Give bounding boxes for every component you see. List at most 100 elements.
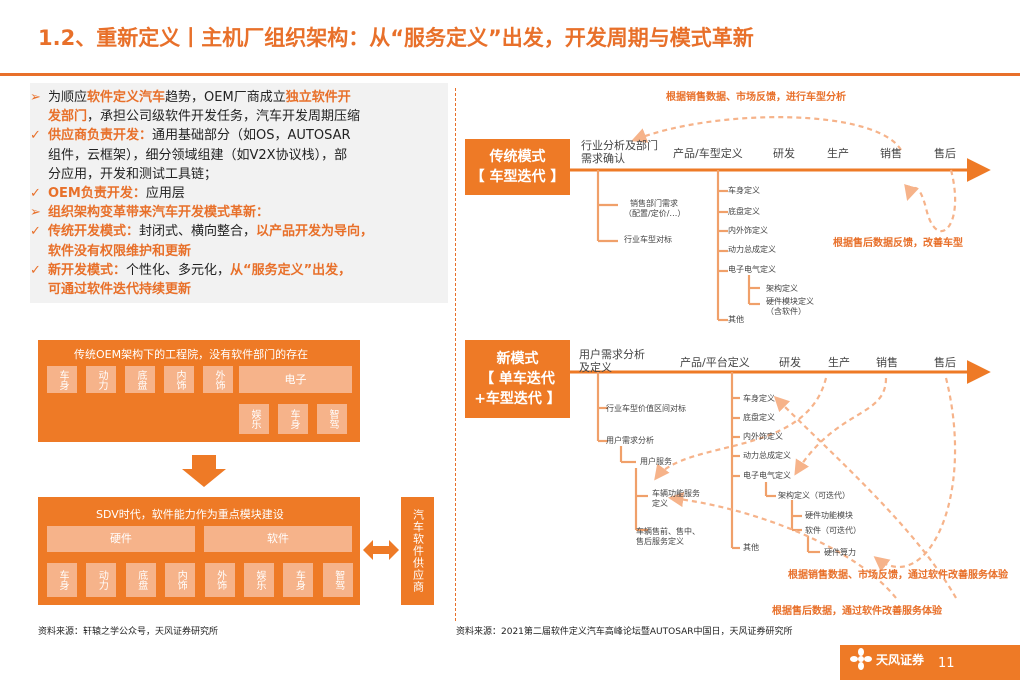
- engineering-tile: 车身: [47, 366, 77, 393]
- node-label: 行业车型对标: [624, 235, 672, 244]
- stage-label: 研发: [773, 147, 795, 160]
- traditional-mode-label: 传统模式: [489, 149, 546, 165]
- rd-node-label: 车身定义: [743, 394, 775, 403]
- bullet-text: 应用层: [145, 186, 185, 201]
- software-tile: 软件: [204, 526, 352, 552]
- node-label: 车辆售前、售中、售后服务定义: [636, 527, 700, 546]
- traditional-mode-box: 传统模式 【 车型迭代 】: [465, 139, 570, 195]
- highlight-text: 组织架构变革带来汽车开发模式革新：: [48, 205, 270, 221]
- rd-node-label: 动力总成定义: [728, 245, 776, 254]
- highlight-text: 可通过软件迭代持续更新: [48, 282, 192, 297]
- stage-label: 生产: [828, 356, 850, 369]
- sdv-tile: 车身: [283, 563, 314, 597]
- rd-node-label: 电子电气定义: [743, 471, 791, 480]
- highlight-text: 从“服务定义”出发，: [230, 262, 352, 278]
- arrow-bullet-icon: ➢: [30, 90, 41, 105]
- stage-label: 行业分析及部门需求确认: [581, 139, 658, 165]
- stage-label: 销售: [880, 147, 902, 160]
- highlight-text: 供应商负责开发：: [48, 128, 153, 144]
- sdv-tile: 智驾: [322, 563, 353, 597]
- highlight-text: 软件定义汽车: [87, 90, 166, 105]
- bullet-text: 组件，云框架），细分领域组建（如V2X协议栈），部: [48, 147, 348, 163]
- traditional-oem-title: 传统OEM架构下的工程院，没有软件部门的存在: [74, 348, 309, 361]
- engineering-tile: 外饰: [203, 366, 233, 393]
- highlight-text: OEM负责开发：: [48, 186, 146, 201]
- down-arrow-icon: [182, 455, 226, 487]
- footer-bar: [840, 645, 1020, 680]
- sdv-box: SDV时代，软件能力作为重点模块建设 硬件 软件 车身动力底盘内饰外饰娱乐车身智…: [38, 497, 360, 605]
- stage-label: 售后: [934, 147, 956, 160]
- highlight-text: 新开发模式：: [48, 262, 127, 278]
- stage-label: 生产: [827, 147, 849, 160]
- electronics-sub-tile: 娱乐: [239, 404, 269, 434]
- sdv-title: SDV时代，软件能力作为重点模块建设: [96, 508, 284, 521]
- rd-node-label: 硬件算力: [824, 548, 856, 557]
- flower-logo-icon: [850, 648, 872, 670]
- stage-label: 产品/平台定义: [680, 356, 750, 369]
- traditional-mode-subtitle: 【 车型迭代 】: [470, 169, 565, 185]
- bullet-line: ➢ 组织架构变革带来汽车开发模式革新：: [30, 202, 269, 223]
- bullet-line: ✓ 新开发模式：个性化、多元化，从“服务定义”出发，: [30, 260, 351, 281]
- new-mode-subtitle-2: +车型迭代 】: [474, 391, 561, 407]
- check-icon: ✓: [30, 262, 41, 278]
- bullet-line: ➢ 为顺应软件定义汽车趋势，OEM厂商成立独立软件开: [30, 87, 351, 108]
- new-mode-annotation-2: 根据售后数据，通过软件改善服务体验: [772, 606, 942, 617]
- new-mode-annotation-1: 根据销售数据、市场反馈，通过软件改善服务体验: [788, 570, 1008, 581]
- software-supplier-label: 汽车软件供应商: [411, 509, 425, 593]
- bullet-panel: ➢ 为顺应软件定义汽车趋势，OEM厂商成立独立软件开发部门，承担公司级软件开发任务…: [30, 83, 448, 303]
- stage-label: 用户需求分析及定义: [579, 348, 645, 374]
- rd-node-label: 硬件模块定义（含软件）: [766, 297, 814, 316]
- stage-label: 销售: [876, 356, 898, 369]
- node-label: 用户服务: [640, 457, 672, 466]
- rd-node-label: 其他: [728, 315, 744, 324]
- sdv-tile: 底盘: [125, 563, 156, 597]
- stage-label: 研发: [779, 356, 801, 369]
- bullet-line: 分应用，开发和测试工具链；: [30, 164, 217, 185]
- bullet-line: ✓供应商负责开发：通用基础部分（如OS，AUTOSAR: [30, 125, 351, 146]
- new-mode-label: 新模式: [496, 351, 539, 367]
- engineering-tile: 底盘: [125, 366, 155, 393]
- sdv-tile: 动力: [86, 563, 117, 597]
- rd-node-label: 架构定义: [766, 284, 798, 293]
- brand-name: 天风证券: [876, 652, 925, 667]
- traditional-oem-box: 传统OEM架构下的工程院，没有软件部门的存在 车身动力底盘内饰外饰 电子 娱乐车…: [38, 340, 360, 442]
- rd-node-label: 内外饰定义: [728, 226, 768, 235]
- check-icon: ✓: [30, 224, 41, 240]
- rd-node-label: 架构定义（可迭代）: [778, 491, 850, 500]
- bullet-line: 组件，云框架），细分领域组建（如V2X协议栈），部: [30, 145, 347, 166]
- rd-node-label: 内外饰定义: [743, 432, 783, 441]
- software-supplier-box: 汽车软件供应商: [401, 497, 434, 605]
- bullet-line: 软件没有权限维护和更新: [30, 241, 191, 262]
- title-divider: [0, 73, 1020, 76]
- bullet-line: ✓传统开发模式：封闭式、横向整合，以产品开发为导向，: [30, 221, 373, 242]
- page-title: 1.2、重新定义丨主机厂组织架构：从“服务定义”出发，开发周期与模式革新: [38, 26, 754, 50]
- electronics-sub-tile: 车身: [278, 404, 308, 434]
- engineering-tile: 内饰: [164, 366, 194, 393]
- rd-node-label: 硬件功能模块: [805, 511, 853, 520]
- bullet-line: 发部门，承担公司级软件开发任务，汽车开发周期压缩: [30, 106, 360, 127]
- section-divider: [455, 88, 456, 621]
- hardware-tile: 硬件: [47, 526, 195, 552]
- node-label: 车辆功能服务定义: [652, 489, 700, 508]
- bullet-line: 可通过软件迭代持续更新: [30, 279, 191, 300]
- highlight-text: 软件没有权限维护和更新: [48, 243, 192, 259]
- node-label: 用户需求分析: [606, 436, 654, 445]
- sdv-tile: 娱乐: [244, 563, 274, 597]
- electronics-tile: 电子: [239, 366, 352, 393]
- bullet-text: 个性化、多元化，: [126, 262, 231, 278]
- rd-node-label: 动力总成定义: [743, 451, 791, 460]
- source-left: 资料来源：轩辕之学公众号，天风证券研究所: [38, 627, 219, 637]
- engineering-tile: 动力: [86, 366, 116, 393]
- highlight-text: 独立软件开: [285, 90, 351, 105]
- sdv-tile: 车身: [47, 563, 77, 597]
- rd-node-label: 其他: [743, 543, 759, 552]
- source-right: 资料来源：2021第二届软件定义汽车高峰论坛暨AUTOSAR中国日，天风证券研究…: [456, 627, 793, 637]
- arrow-bullet-icon: ➢: [30, 205, 41, 221]
- bullet-text: 为顺应: [48, 90, 88, 105]
- electronics-sub-tile: 智驾: [317, 404, 347, 434]
- stage-label: 产品/车型定义: [673, 147, 743, 160]
- bullet-text: 趋势，OEM厂商成立: [165, 90, 286, 105]
- bullet-text: 封闭式、横向整合，: [139, 224, 257, 240]
- bullet-text: ，承担公司级软件开发任务，汽车开发周期压缩: [87, 109, 361, 125]
- rd-node-label: 底盘定义: [743, 413, 775, 422]
